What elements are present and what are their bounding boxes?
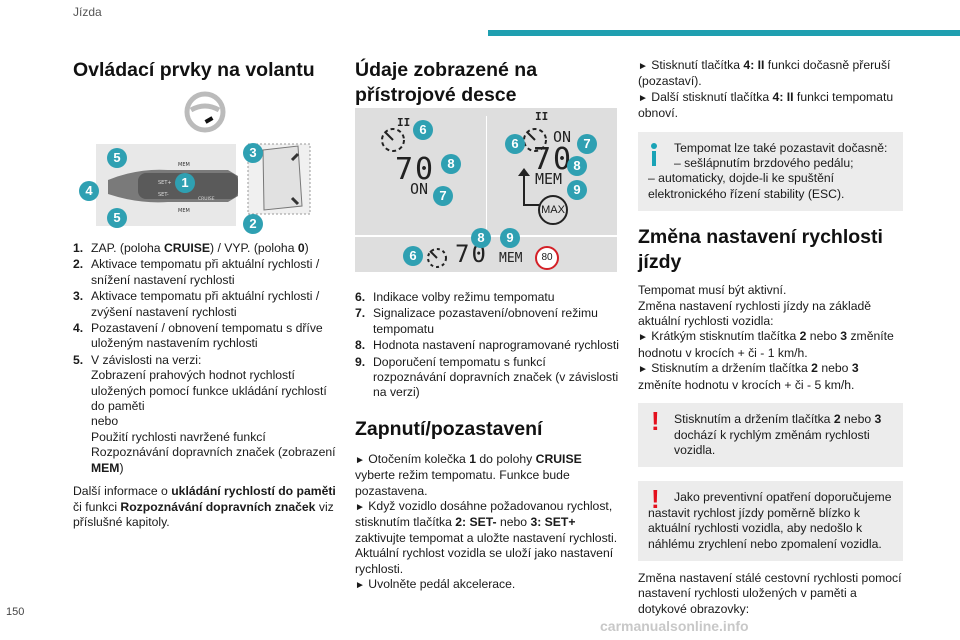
column-1: Ovládací prvky na volantu (73, 58, 338, 83)
instrument-panel-illustration: II 70 ON 6 8 7 II ON 70 MEM MAX 6 7 8 9 … (355, 108, 617, 272)
mem-indicator: MEM (499, 251, 523, 266)
activation-step-2: ► Když vozidlo dosáhne požadovanou rychl… (355, 499, 618, 576)
section-title-steering-controls: Ovládací prvky na volantu (73, 59, 315, 81)
info-line: Tempomat lze také pozastavit dočasně: (674, 140, 888, 155)
steering-wheel-icon (184, 91, 226, 133)
more-info-paragraph: Další informace o ukládání rychlostí do … (73, 484, 336, 529)
on-indicator: ON (410, 180, 429, 198)
svg-text:MEM: MEM (178, 162, 190, 168)
callout-badge-1: 1 (175, 173, 195, 193)
mem-indicator: MEM (535, 170, 563, 188)
warning-box-2: ! Jako preventivní opatření doporučujeme… (638, 481, 903, 561)
activation-step-3: ► Uvolněte pedál akcelerace. (355, 577, 516, 592)
set-speed-readout: 70 (533, 142, 574, 177)
list-item: 1.ZAP. (poloha CRUISE) / VYP. (poloha 0) (73, 241, 309, 255)
list-item: 5.V závislosti na verzi:Zobrazení prahov… (73, 352, 336, 475)
column-2-title: Údaje zobrazené na přístrojové desce (355, 58, 617, 108)
warning-box-1: ! Stisknutím a držením tlačítka 2 nebo 3… (638, 403, 903, 468)
section-title-dashboard: Údaje zobrazené na přístrojové desce (355, 59, 538, 106)
cruise-speedometer-icon (427, 248, 447, 268)
column-3: ► Stisknutí tlačítka 4: II funkci dočasn… (638, 58, 903, 617)
max-speed-sign: MAX (538, 195, 568, 225)
column-2-body: 6.Indikace volby režimu tempomatu 7.Sign… (355, 290, 620, 594)
short-press-step: ► Krátkým stisknutím tlačítka 2 nebo 3 z… (638, 329, 894, 360)
callout-badge-8: 8 (567, 156, 587, 176)
resume-step: ► Další stisknutí tlačítka 4: II funkci … (638, 89, 894, 121)
callout-badge-9: 9 (500, 228, 520, 248)
section-title-speed-change: Změna nastavení rychlosti jízdy (638, 226, 883, 274)
speed-limit-sign: 80 (535, 246, 559, 270)
pause-indicator: II (535, 110, 549, 123)
running-header: Jízda (73, 5, 102, 19)
callout-badge-4: 4 (79, 181, 99, 201)
info-line: – sešlápnutím brzdového pedálu; (674, 156, 854, 171)
pause-step: ► Stisknutí tlačítka 4: II funkci dočasn… (638, 58, 891, 89)
controls-list-block: 1.ZAP. (poloha CRUISE) / VYP. (poloha 0)… (73, 241, 338, 530)
callout-badge-8: 8 (471, 228, 491, 248)
list-item: 3.Aktivace tempomatu při aktuální rychlo… (73, 289, 320, 319)
pause-indicator: II (397, 116, 411, 129)
list-item: 6.Indikace volby režimu tempomatu (355, 290, 555, 304)
list-item: 7.Signalizace pozastavení/obnovení režim… (355, 306, 598, 336)
intro-text: Tempomat musí být aktivní. (638, 283, 787, 298)
callout-badge-8: 8 (441, 154, 461, 174)
intro-text-2: Změna nastavení rychlosti jízdy na zákla… (638, 298, 872, 329)
list-item: 4.Pozastavení / obnovení tempomatu s dří… (73, 321, 323, 351)
cruise-speedometer-icon (381, 128, 405, 152)
callout-badge-2: 2 (243, 214, 263, 234)
list-item: 2.Aktivace tempomatu při aktuální rychlo… (73, 257, 320, 287)
header-accent-bar (488, 30, 960, 36)
callout-badge-5-top: 5 (107, 148, 127, 168)
warning-icon: ! (651, 406, 660, 437)
callout-badge-6: 6 (413, 120, 433, 140)
memory-speed-paragraph: Změna nastavení stálé cestovní rychlosti… (638, 570, 902, 616)
svg-text:MEM: MEM (178, 208, 190, 214)
cruise-speedometer-icon (523, 128, 547, 152)
page-number: 150 (6, 606, 25, 618)
svg-text:CRUISE: CRUISE (198, 196, 215, 202)
watermark: carmanualsonline.info (600, 618, 749, 634)
on-indicator: ON (553, 128, 572, 146)
callout-badge-7: 7 (433, 186, 453, 206)
set-speed-readout: 70 (395, 152, 436, 187)
list-item: 9.Doporučení tempomatu s funkcí rozpozná… (355, 354, 619, 400)
info-note-box: Tempomat lze také pozastavit dočasně: – … (638, 131, 903, 212)
indicator-legend-list: 6.Indikace volby režimu tempomatu 7.Sign… (355, 290, 620, 401)
svg-text:SET-: SET- (158, 192, 169, 198)
callout-badge-9: 9 (567, 180, 587, 200)
section-title-activation: Zapnutí/pozastavení (355, 417, 543, 440)
callout-badge-6: 6 (505, 134, 525, 154)
activation-step-1: ► Otočením kolečka 1 do polohy CRUISE vy… (355, 451, 582, 498)
long-press-step: ► Stisknutím a držením tlačítka 2 nebo 3… (638, 361, 859, 392)
controls-list: 1.ZAP. (poloha CRUISE) / VYP. (poloha 0)… (73, 241, 338, 476)
callout-badge-7: 7 (577, 134, 597, 154)
svg-text:SET+: SET+ (158, 180, 172, 186)
arrow-up-icon (518, 168, 530, 176)
info-line: – automaticky, dojde-li ke spuštění elek… (648, 171, 845, 201)
list-item: 8.Hodnota nastavení naprogramované rychl… (355, 338, 619, 353)
callout-badge-5-bottom: 5 (107, 208, 127, 228)
warning-icon: ! (651, 484, 660, 515)
callout-badge-3: 3 (243, 143, 263, 163)
callout-badge-6: 6 (403, 246, 423, 266)
